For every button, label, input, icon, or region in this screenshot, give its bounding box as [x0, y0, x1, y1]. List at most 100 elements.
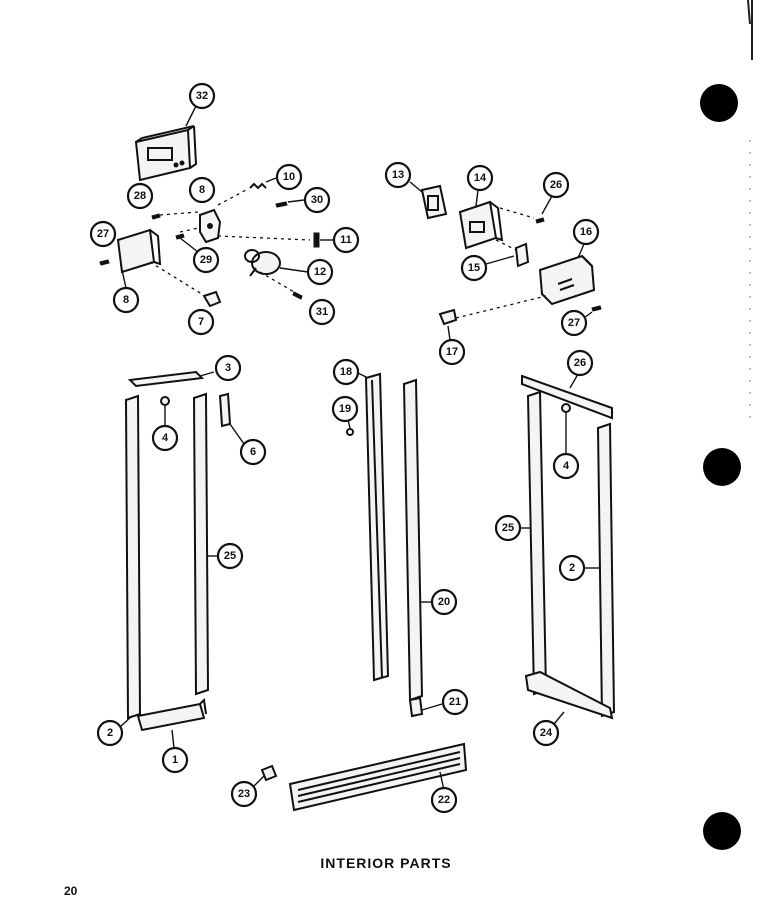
part-7-clip [202, 290, 222, 308]
part-2-side-trim-right [596, 422, 616, 718]
callout-1: 1 [161, 729, 189, 774]
svg-text:2: 2 [569, 562, 575, 574]
svg-text:25: 25 [502, 522, 514, 534]
part-30-screw [275, 201, 288, 208]
svg-text:21: 21 [449, 696, 461, 708]
svg-text:15: 15 [468, 262, 480, 274]
svg-text:26: 26 [574, 357, 586, 369]
part-27-screw-left [99, 259, 110, 266]
part-24-bottom-rail-right [524, 670, 614, 720]
svg-text:30: 30 [311, 194, 323, 206]
callout-27-right: 27 [560, 309, 593, 337]
part-12-lamp-socket [244, 249, 281, 277]
svg-text:31: 31 [316, 306, 328, 318]
callout-2-right: 2 [558, 554, 600, 582]
part-15-bracket [514, 242, 530, 268]
svg-text:8: 8 [199, 184, 205, 196]
callout-32: 32 [185, 82, 216, 127]
svg-text:23: 23 [238, 788, 250, 800]
svg-text:11: 11 [340, 234, 352, 246]
callout-25-left: 25 [208, 542, 244, 570]
part-20-mullion-cover [402, 378, 424, 702]
part-1-bottom-rail-left [136, 697, 207, 732]
binder-hole-middle [703, 448, 741, 486]
svg-text:13: 13 [392, 169, 404, 181]
callout-17: 17 [438, 325, 466, 366]
part-23-clip [260, 764, 278, 782]
part-32-housing [134, 125, 198, 182]
part-29-screw [175, 233, 185, 240]
svg-text:4: 4 [162, 432, 169, 444]
svg-text:16: 16 [580, 226, 592, 238]
callout-22: 22 [430, 771, 458, 814]
part-4-fastener-right [561, 403, 571, 413]
svg-text:1: 1 [172, 754, 178, 766]
callout-29: 29 [179, 237, 220, 274]
callout-21: 21 [441, 688, 469, 716]
part-19-clip [346, 428, 354, 436]
callout-8-upper: 8 [188, 176, 216, 204]
callout-14: 14 [466, 164, 494, 207]
part-17-clip [438, 308, 458, 326]
callout-31: 31 [308, 298, 336, 326]
callout-26-right: 26 [566, 349, 594, 389]
callout-6: 6 [229, 423, 267, 466]
part-25-side-trim-left [192, 392, 210, 696]
svg-text:2: 2 [107, 727, 113, 739]
part-28-screw-right [535, 217, 545, 224]
part-31-screw [292, 291, 303, 300]
part-22-kick-plate-grille [288, 742, 468, 812]
part-4-fastener-left [160, 396, 170, 406]
callout-4-right: 4 [552, 412, 580, 480]
callout-7: 7 [187, 308, 215, 336]
svg-text:24: 24 [540, 727, 553, 739]
part-10-spring [249, 182, 267, 190]
callout-12: 12 [279, 258, 334, 286]
callout-10: 10 [265, 163, 303, 191]
callout-18: 18 [332, 358, 369, 386]
part-6-block [218, 392, 232, 428]
page-number: 20 [64, 884, 78, 898]
diagram-caption: INTERIOR PARTS [320, 855, 452, 871]
callout-15: 15 [460, 254, 515, 282]
svg-text:19: 19 [339, 403, 351, 415]
svg-text:4: 4 [563, 460, 570, 472]
callout-20: 20 [420, 588, 458, 616]
svg-text:3: 3 [225, 362, 231, 374]
svg-text:32: 32 [196, 90, 208, 102]
part-21-cap [408, 696, 424, 718]
svg-text:29: 29 [200, 254, 212, 266]
svg-text:27: 27 [97, 228, 109, 240]
part-13-plate [420, 184, 448, 220]
callout-2-left: 2 [96, 715, 133, 747]
binder-hole-bottom [703, 812, 741, 850]
svg-text:22: 22 [438, 794, 450, 806]
part-2-side-trim-left [124, 394, 142, 720]
part-28-screw-left [151, 213, 161, 220]
callout-26-top: 26 [541, 171, 570, 215]
part-18-mullion-strip [364, 372, 390, 682]
callout-3: 3 [214, 354, 242, 382]
callout-30: 30 [287, 186, 331, 214]
svg-text:6: 6 [250, 446, 256, 458]
callout-27-left: 27 [89, 220, 117, 248]
svg-text:8: 8 [123, 294, 129, 306]
svg-text:14: 14 [474, 172, 487, 184]
part-27-screw-right [591, 305, 602, 312]
part-16-control-housing [538, 254, 596, 306]
svg-text:17: 17 [446, 346, 458, 358]
svg-text:18: 18 [340, 366, 352, 378]
svg-text:20: 20 [438, 596, 450, 608]
svg-text:26: 26 [550, 179, 562, 191]
svg-text:7: 7 [198, 316, 204, 328]
part-8-switch-box [116, 228, 162, 274]
callout-28-left: 28 [126, 182, 154, 210]
part-26-top-rail-right [521, 374, 613, 420]
callout-8-box: 8 [112, 269, 140, 314]
svg-text:12: 12 [314, 266, 326, 278]
svg-text:27: 27 [568, 317, 580, 329]
callout-16: 16 [572, 218, 600, 259]
part-11-pin [313, 232, 320, 248]
part-3-top-rail-left [127, 370, 205, 388]
